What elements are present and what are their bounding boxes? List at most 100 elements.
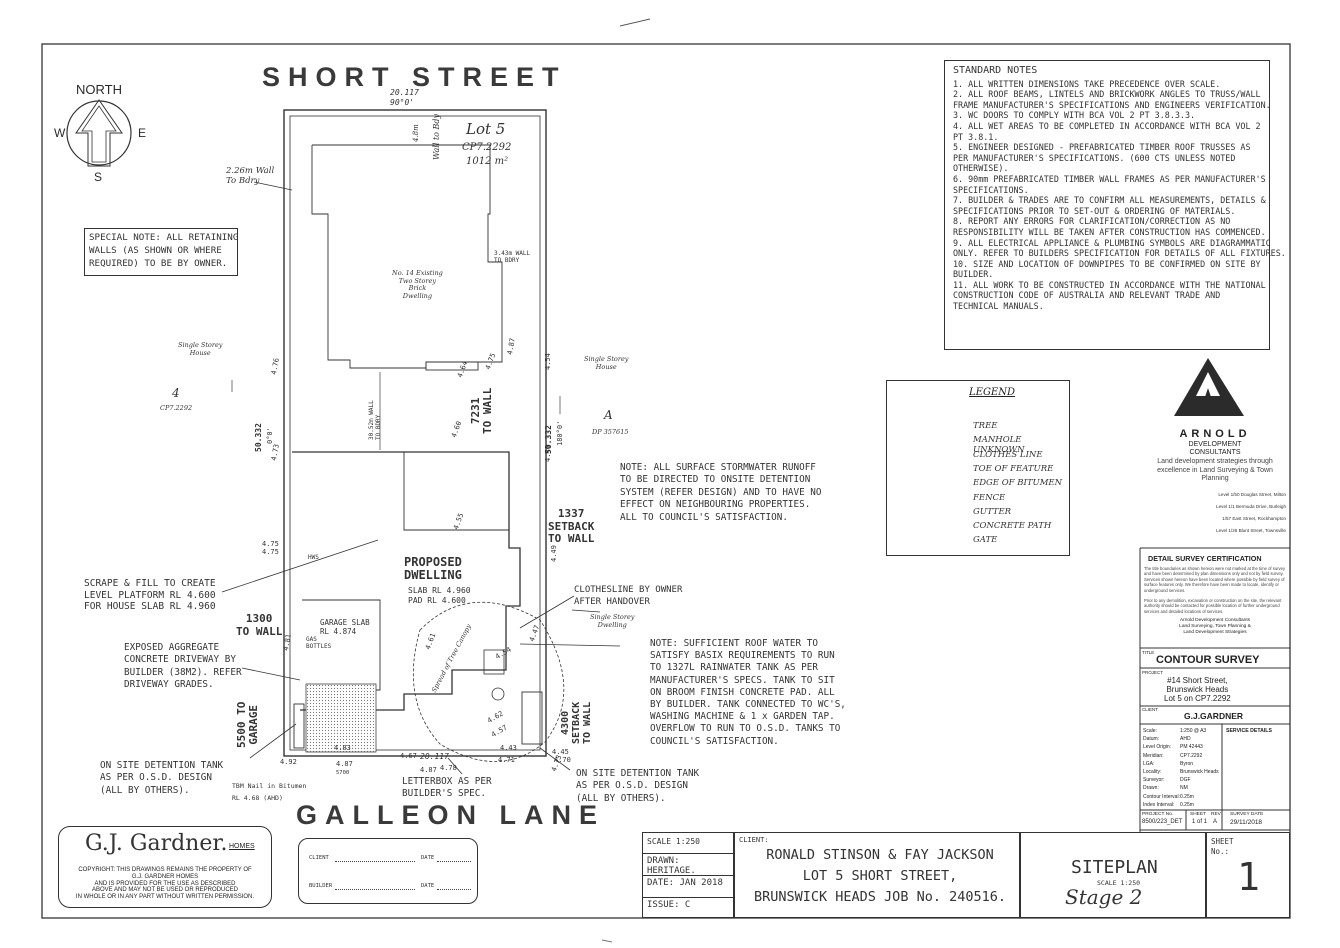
rev-value: A (1213, 819, 1218, 825)
survey-detail-key: Scale: (1143, 728, 1157, 734)
standard-note-line: 6. 90mm PREFABRICATED TIMBER WALL FRAMES… (953, 173, 1266, 184)
tb-scale: SCALE 1:250 (647, 837, 700, 846)
signoff-builder-date-line[interactable] (437, 889, 471, 890)
survey-detail-key: Contour Interval: (1143, 793, 1180, 800)
standard-note-line: ONLY. REFER TO BUILDERS SPECIFICATION FO… (953, 248, 1286, 259)
tbm-label: TBM Nail in Bitumen RL 4.68 (AHD) (232, 782, 307, 802)
dim-1300-to-wall: 1300 TO WALL (236, 612, 283, 638)
project-no: 8500/223_DET (1142, 819, 1183, 825)
signoff-builder-line[interactable] (335, 889, 415, 890)
arnold-office: Level 1/26 Blunt Street, Townsville (1216, 528, 1286, 533)
arnold-project-label: PROJECT (1142, 670, 1164, 675)
standard-note-line: 8. REPORT ANY ERRORS FOR CLARIFICATION/C… (953, 216, 1231, 227)
gj-gardner-brand: G.J. Gardner. (85, 831, 228, 856)
spot-level: 4.70 (554, 756, 571, 764)
arnold-subname: DEVELOPMENT CONSULTANTS (1188, 441, 1242, 456)
legend-item: CONCRETE PATH (973, 521, 1052, 532)
standard-note-line: PER MANUFACTURER'S SPECIFICATIONS. (600 … (953, 152, 1236, 163)
signoff-client-date-label: DATE (421, 855, 435, 861)
standard-note-line: SPECIFICATIONS. (953, 184, 1029, 195)
standard-note-line: CONSTRUCTION CODE OF AUSTRALIA AND RELEV… (953, 290, 1221, 301)
tb-client-line: LOT 5 SHORT STREET, (802, 868, 958, 884)
sheet-border (41, 43, 1291, 919)
spot-level: 4.45 (552, 748, 569, 756)
project-no-label: PROJECT No. (1142, 812, 1174, 817)
tb-client-line: BRUNSWICK HEADS JOB No. 240516. (754, 889, 1006, 905)
proposed-pad-rl: PAD RL 4.600 (408, 596, 466, 605)
standard-note-line: 1. ALL WRITTEN DIMENSIONS TAKE PRECEDENC… (953, 78, 1221, 89)
arnold-title-label: TITLE (1142, 650, 1155, 655)
survey-detail-value: 0.25m (1180, 793, 1194, 800)
survey-detail-value: DGF (1180, 777, 1191, 784)
cert-text-2: Prior to any demolition, excavation or c… (1144, 598, 1282, 614)
survey-detail-value: 0.25m (1180, 801, 1194, 808)
leader-lines (221, 181, 621, 775)
street-name-short: SHORT STREET (262, 62, 567, 92)
boundary-left-length: 50.332 (254, 423, 263, 452)
spot-level: 4.71 (498, 756, 515, 764)
signoff-client-date-line[interactable] (437, 861, 471, 862)
survey-detail-key: Drawn: (1143, 785, 1159, 792)
boundary-right-bearing: 180°0' (556, 420, 564, 446)
tb-client-line: RONALD STINSON & FAY JACKSON (766, 847, 994, 863)
special-note-box: SPECIAL NOTE: ALL RETAINING WALLS (AS SH… (84, 228, 238, 276)
stormwater-note: NOTE: ALL SURFACE STORMWATER RUNOFF TO B… (620, 462, 822, 523)
gj-gardner-logo-box: G.J. Gardner. HOMES COPYRIGHT: THIS DRAW… (58, 826, 272, 908)
neighbour-house-left: Single Storey House (178, 341, 223, 357)
survey-detail-value: PM 42443 (1180, 744, 1203, 751)
tb-issue: ISSUE: C (647, 900, 691, 910)
rainwater-tank (483, 649, 505, 675)
tb-date: DATE: JAN 2018 (647, 878, 723, 888)
arnold-office: Level 1/50 Douglas Street, Milton (1218, 492, 1286, 497)
dim-7231-to-wall: 7231 TO WALL (469, 387, 494, 434)
spot-level: 4.75 (262, 540, 279, 548)
arnold-tagline: Land development strategies through exce… (1157, 458, 1273, 482)
hws-label: HWS (308, 554, 319, 561)
survey-date-label: SURVEY DATE (1230, 812, 1264, 817)
signoff-client-line[interactable] (335, 861, 415, 862)
boundary-left-bearing: 0°0' (266, 427, 274, 444)
scrape-fill-note: SCRAPE & FILL TO CREATE LEVEL PLATFORM R… (84, 578, 216, 612)
signoff-client-label: CLIENT (309, 855, 329, 861)
cert-firm: Arnold Development Consultants Land Surv… (1179, 618, 1251, 636)
clothesline-note: CLOTHESLINE BY OWNER AFTER HANDOVER (574, 585, 683, 607)
boundary-top-length: 20.117 (390, 88, 419, 97)
arnold-logo (1174, 358, 1244, 416)
standard-note-line: 2. ALL ROOF BEAMS, LINTELS AND BRICKWORK… (953, 89, 1261, 100)
tb-drawing-scale: SCALE 1:250 (1097, 879, 1141, 887)
dim-5500-to-garage: 5500 TO GARAGE (235, 701, 260, 748)
neighbour-boundaries (231, 372, 561, 450)
spot-level: 4.83 (334, 744, 351, 752)
note-wall-226: 2.26m Wall To Bdry (226, 166, 275, 186)
spot-level: 4.87 (420, 766, 437, 774)
scan-mark (619, 18, 651, 27)
legend-item: MANHOLE UNKNOWN (973, 435, 1025, 456)
tb-stage: Stage 2 (1065, 885, 1143, 909)
survey-detail-key: Datum: (1143, 736, 1160, 743)
north-arrow (66, 99, 132, 167)
sheet-value-small: 1 of 1 (1192, 819, 1208, 825)
note-wall-343: 3.43m WALL TO BDRY (494, 250, 531, 264)
note-wall-to-bdy: Wall to Bdy (432, 113, 441, 160)
arnold-client-value: G.J.GARDNER (1184, 711, 1244, 721)
letterbox-note: LETTERBOX AS PER BUILDER'S SPEC. (402, 776, 492, 800)
survey-detail-value: CP7.2292 (1180, 752, 1203, 759)
standard-note-line: PT 3.8.1. (953, 131, 999, 142)
tb-drawn: DRAWN: HERITAGE. (647, 856, 696, 876)
standard-note-line: OTHERWISE). (953, 163, 1009, 174)
neighbour-house-right: Single Storey House (584, 355, 629, 371)
lot-plan: CP7.2292 (462, 142, 512, 153)
arnold-title-value: CONTOUR SURVEY (1156, 654, 1260, 666)
driveway-note: EXPOSED AGGREGATE CONCRETE DRIVEWAY BY B… (124, 642, 242, 691)
title-block-meta: SCALE 1:250 DRAWN: HERITAGE. DATE: JAN 2… (642, 832, 734, 918)
neighbour-lot-4: 4 (172, 386, 180, 400)
standard-note-line: TECHNICAL MANUALS. (953, 301, 1044, 312)
note-dim-48: 4.8m (412, 124, 420, 142)
neighbour-lot-4-plan: CP7.2292 (160, 404, 193, 412)
compass-east-label: E (138, 126, 147, 140)
survey-detail-value: Brunswick Heads (1180, 769, 1219, 775)
gj-copyright: COPYRIGHT: THIS DRAWINGS REMAINS THE PRO… (75, 867, 255, 901)
osd-tank-left (293, 703, 305, 749)
legend-title: LEGEND (969, 387, 1015, 398)
title-block-drawing: SITEPLAN SCALE 1:250 Stage 2 (1020, 832, 1206, 918)
